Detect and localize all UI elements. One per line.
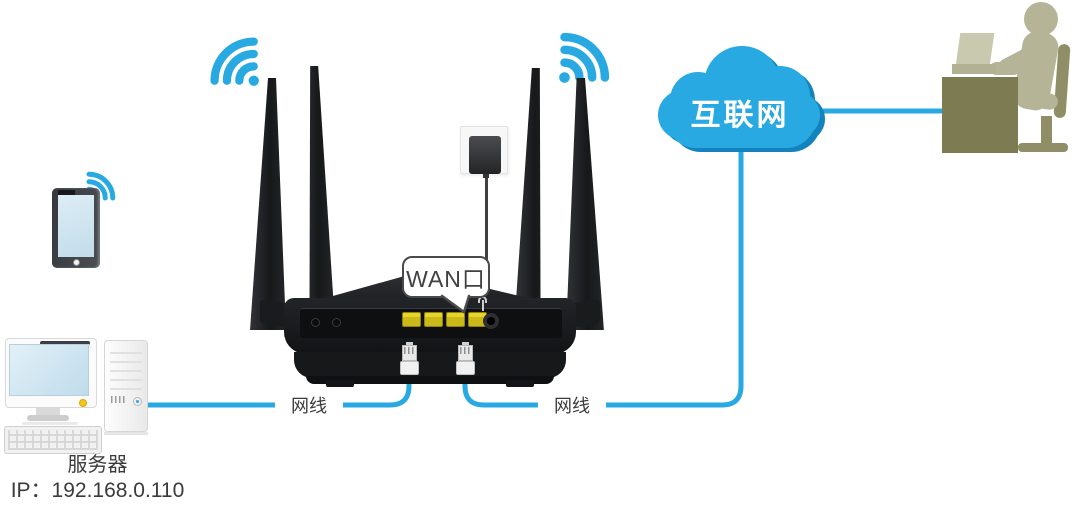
server-tower-grille [111, 396, 125, 403]
rj45-boot [400, 361, 419, 375]
monitor-power-led [79, 399, 87, 407]
router-lan-port-3 [446, 312, 465, 327]
tablet-screen [58, 195, 94, 257]
server-ip-label: IP：192.168.0.110 [10, 479, 185, 502]
wan-port-marker-stem [482, 300, 484, 311]
router-reset-button [311, 318, 320, 327]
tablet-camera-notch [58, 190, 75, 195]
cable-label-right: 网线 [538, 395, 606, 417]
internet-cloud-icon: 互联网 [652, 38, 828, 156]
power-adapter-nub [483, 174, 489, 178]
wan-port-callout: WAN口 [402, 256, 490, 298]
cable-label-left: 网线 [275, 395, 343, 417]
router-lan-port-2 [424, 312, 443, 327]
keyboard-icon [4, 426, 102, 454]
rj45-clip [462, 342, 469, 346]
router-wps-button [332, 318, 341, 327]
rj45-clip [406, 342, 413, 346]
monitor-screen [9, 344, 89, 396]
cloud-shape [652, 38, 828, 156]
router-wifi-right-icon [556, 16, 624, 88]
chair-base [1018, 143, 1068, 152]
router-foot-left [326, 380, 354, 387]
wan-port-callout-label: WAN口 [406, 266, 486, 292]
laptop-screen [955, 33, 995, 66]
server-name-label: 服务器 [67, 454, 128, 476]
rj45-pins [460, 347, 471, 354]
keyboard-keys [8, 430, 98, 450]
cable-server-to-router [145, 371, 412, 408]
wan-callout-tail [440, 294, 471, 314]
rj45-boot [456, 361, 475, 375]
power-cable [485, 176, 488, 314]
monitor-stand-base [27, 415, 69, 421]
router-base [294, 352, 566, 378]
person-at-desk-icon [940, 0, 1080, 156]
monitor-shadow [22, 422, 78, 425]
rj45-plug-left [400, 342, 419, 375]
tablet-home-button [73, 259, 80, 266]
server-caption: 服务器 IP：192.168.0.110 [0, 452, 195, 504]
internet-label: 互联网 [690, 99, 790, 132]
monitor-stand-neck [36, 408, 60, 415]
router-foot-right [506, 380, 534, 387]
server-tower-led [136, 400, 139, 403]
router-power-jack [483, 313, 499, 329]
server-tower-shadow [104, 432, 148, 435]
monitor-top-edge [40, 341, 90, 345]
router-lan-port-1 [402, 312, 421, 327]
person-forearm [990, 62, 1020, 75]
router-bottom-lip [306, 376, 554, 384]
rj45-pins [404, 347, 415, 354]
rj45-plug-right [456, 342, 475, 375]
chair-post [1041, 116, 1052, 146]
server-tower-vents [110, 350, 142, 390]
person-head [1024, 2, 1058, 36]
desk [942, 77, 1018, 153]
laptop-base [952, 64, 996, 74]
power-adapter-icon [469, 136, 501, 174]
router-wifi-left-icon [196, 22, 262, 90]
